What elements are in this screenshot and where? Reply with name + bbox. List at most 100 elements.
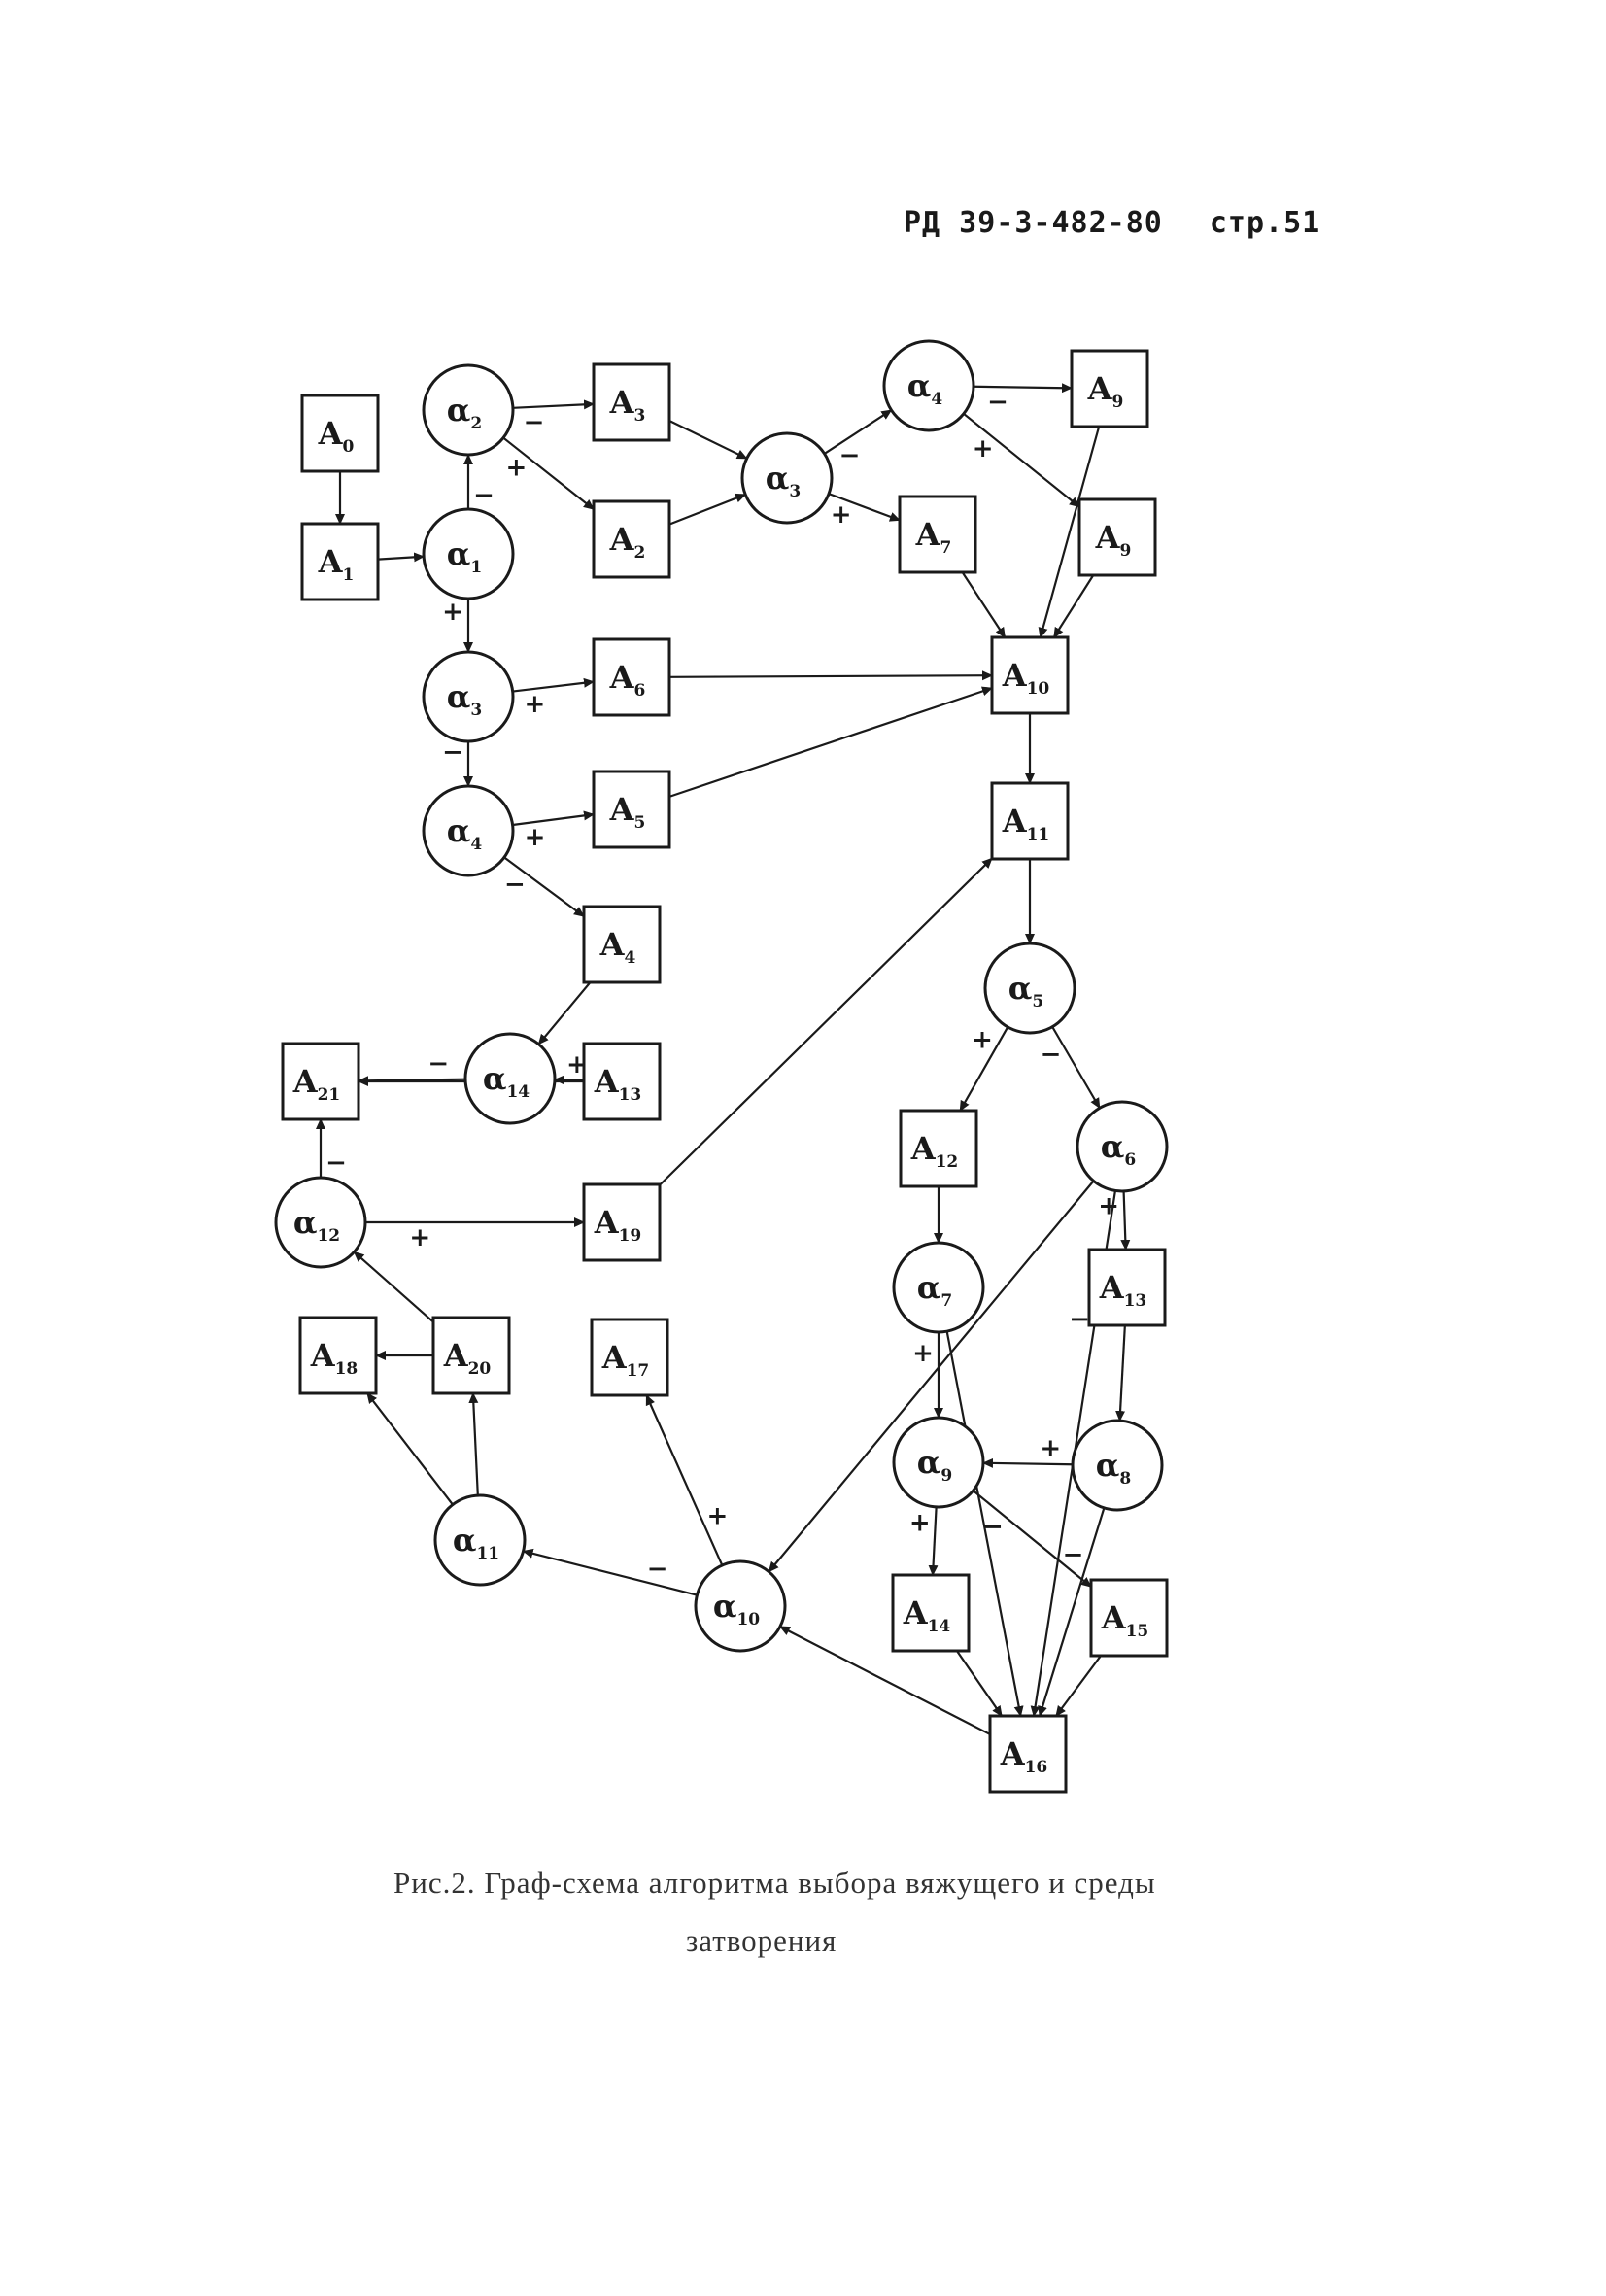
node-label: α11 [453,1522,499,1563]
node-label: α9 [917,1444,952,1486]
operator-box-A14: A14 [891,1573,971,1653]
node-label: A15 [1101,1599,1149,1641]
condition-node-a7: α7 [892,1241,985,1334]
node-label: A2 [609,521,646,563]
condition-node-a8: α8 [1071,1419,1164,1512]
node-label: α7 [917,1269,952,1311]
edge-a4-A5 [512,810,595,827]
edge-A16-a10 [779,1626,991,1735]
edge-a2-A3 [512,399,595,410]
operator-box-A3: A3 [592,362,671,442]
edge-sign-label: − [1069,1305,1090,1334]
edge-A2-a3b [668,493,747,526]
condition-node-a4: α4 [422,784,515,877]
edge-a3-A6 [512,677,595,693]
node-label: α6 [1101,1128,1136,1170]
condition-node-a4b: α4 [882,339,975,432]
page-number: стр.51 [1209,206,1321,240]
edge-sign-label: − [325,1148,347,1178]
edge-sign-label: + [409,1223,430,1252]
edge-sign-label: + [909,1509,931,1538]
edge-sign-label: + [1098,1192,1119,1221]
edges-layer: −+−+−+−++−+−+−+−+−+−+−+−+−+− [316,383,1131,1735]
edge-sign-label: − [524,408,545,437]
edge-A13b-a14 [553,1075,585,1085]
edge-sign-label: − [427,1049,449,1079]
node-label: A21 [292,1063,341,1105]
node-label: A0 [318,415,355,457]
edge-A19-A11 [659,857,993,1186]
node-label: α4 [447,812,483,854]
edge-sign-label: − [839,441,861,470]
node-label: A14 [903,1594,951,1636]
condition-node-a14: α14 [463,1032,557,1125]
condition-node-a3: α3 [422,650,515,743]
edge-A5-A10 [668,686,993,798]
node-label: A13 [1099,1269,1147,1311]
edge-a7-A16 [945,1330,1024,1717]
edge-sign-label: + [912,1339,934,1368]
edge-a8-A16 [1038,1507,1106,1717]
edge-A6-A10 [668,670,993,681]
condition-node-a3b: α3 [740,431,834,525]
operator-box-A15: A15 [1089,1578,1169,1658]
edge-sign-label: − [982,1512,1004,1541]
edge-sign-label: − [442,738,463,768]
edge-a10-A17 [645,1394,724,1566]
operator-box-A19: A19 [582,1182,662,1262]
condition-node-a5: α5 [983,942,1076,1035]
edge-sign-label: − [1063,1541,1084,1570]
operator-box-A16: A16 [988,1714,1068,1794]
node-label: A9 [1095,519,1132,561]
node-label: A20 [443,1337,492,1379]
edge-sign-label: + [707,1502,729,1531]
edge-a3b-A7 [828,493,901,522]
edge-a6-A13 [1120,1190,1131,1251]
node-label: α2 [447,392,482,433]
node-label: A9 [1087,370,1124,412]
node-label: A1 [318,543,355,585]
operator-box-A5: A5 [592,770,671,849]
condition-node-a2: α2 [422,363,515,457]
node-label: A4 [599,926,636,968]
figure-caption: Рис.2. Граф-схема алгоритма выбора вяжущ… [393,1866,1156,1900]
edge-A1-a1 [377,552,426,563]
node-label: α3 [766,460,801,501]
operator-box-A0: A0 [300,394,380,473]
node-label: α10 [713,1588,760,1629]
node-label: A13 [594,1063,642,1105]
operator-box-A4: A4 [582,905,662,984]
edge-a4b-A9a [973,383,1073,394]
operator-box-A13b: A13 [582,1042,662,1121]
operator-box-A1: A1 [300,522,380,601]
condition-node-a10: α10 [694,1559,787,1653]
edge-a3b-a4b [823,409,893,455]
document-code: РД 39-3-482-80 [904,206,1163,240]
operator-box-A7: A7 [898,495,977,574]
figure-caption-continued: затворения [686,1924,837,1958]
edge-sign-label: + [505,453,527,482]
node-label: α14 [483,1060,530,1102]
operator-box-A20: A20 [431,1316,511,1395]
edge-sign-label: + [973,434,994,463]
edge-sign-label: − [1041,1041,1062,1070]
edge-sign-label: + [566,1050,588,1079]
edge-a5-a6 [1051,1026,1101,1110]
node-label: A11 [1002,803,1050,844]
edge-A7-A10 [961,571,1007,638]
page-header: РД 39-3-482-80 стр.51 [904,206,1320,240]
edge-sign-label: + [1040,1434,1061,1463]
edge-a10-a11 [522,1548,698,1596]
node-label: α3 [447,678,482,720]
node-label: A16 [1000,1735,1048,1777]
condition-node-a11: α11 [433,1493,527,1587]
edge-a9-A15 [972,1490,1092,1589]
operator-box-A9a: A9 [1070,349,1149,428]
condition-node-a6: α6 [1076,1100,1169,1193]
operator-box-A21: A21 [281,1042,360,1121]
edge-sign-label: + [831,500,852,530]
node-label: A5 [609,791,646,833]
edge-sign-label: + [525,690,546,719]
edge-a9-A14 [928,1506,939,1576]
